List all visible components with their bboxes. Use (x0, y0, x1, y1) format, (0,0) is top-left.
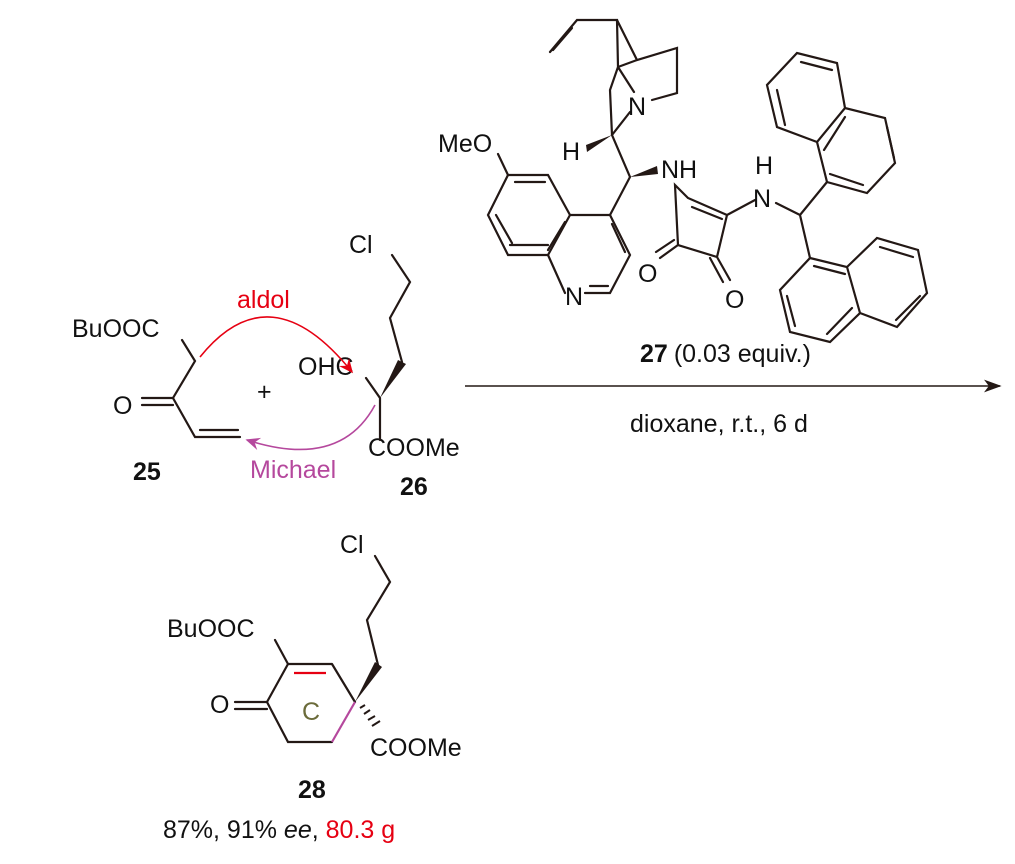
catalyst-27: MeO N N H NH O O H N (438, 18, 929, 344)
c25-bonds (171, 338, 242, 439)
cat-naphthyl-lower (778, 236, 929, 344)
p28-label: 28 (298, 776, 326, 804)
cat-vinyl-double-bond (551, 26, 574, 52)
aldol-arrow (199, 316, 354, 374)
cat-naphthyl-upper (765, 51, 897, 195)
cat-naphthyl-lower-double (785, 245, 922, 336)
catalyst-label: 27 (640, 340, 668, 368)
p28-ring-label: C (302, 698, 320, 726)
aldol-label: aldol (237, 286, 290, 314)
cat-h-wedge (586, 135, 612, 152)
c25-oxygen: O (113, 392, 132, 420)
cat-nh1: NH (661, 156, 697, 184)
p28-chloro: Cl (340, 531, 364, 559)
cat-squaramide-double-bonds (654, 205, 725, 284)
p28-sep: , (312, 816, 326, 844)
conditions: dioxane, r.t., 6 d (630, 410, 808, 438)
p28-ee: ee (284, 816, 312, 844)
cat-h: H (562, 138, 580, 166)
c25-ester-label: BuOOC (72, 315, 160, 343)
p28-oxygen: O (210, 691, 229, 719)
p28-bonds (265, 554, 392, 744)
cat-squaramide-bonds (658, 182, 757, 282)
c26-ester: COOMe (368, 434, 460, 462)
cat-o1: O (638, 260, 657, 288)
c26-aldehyde: OHC (298, 353, 354, 381)
c25-label: 25 (133, 458, 161, 486)
cat-quinuclidine-bonds (548, 18, 679, 217)
cat-quinoline-bonds (486, 173, 632, 295)
p28-yield: 87%, 91% (163, 816, 284, 844)
catalyst-amount: (0.03 equiv.) (674, 340, 811, 368)
cat-methoxy: MeO (438, 130, 492, 158)
cat-ome-bond (496, 152, 510, 177)
michael-label: Michael (250, 456, 336, 484)
p28-wedge-bond (355, 662, 382, 702)
cat-nh-wedge (630, 166, 658, 177)
p28-carbonyl (233, 700, 269, 711)
c25-double-bonds (140, 396, 240, 432)
cat-ch-bonds (774, 180, 829, 260)
catalyst-line: 27(0.03 equiv.) (640, 340, 811, 368)
cat-quinoline-n: N (565, 283, 583, 311)
c26-chloro: Cl (349, 231, 373, 259)
c26-label: 26 (400, 473, 428, 501)
p28-michael-bond (331, 701, 356, 743)
c26-wedge-bond (380, 360, 406, 398)
p28-yield-line: 87%, 91% ee, 80.3 g (163, 816, 395, 844)
p28-ester2: COOMe (370, 734, 462, 762)
cat-quinuclidine-n: N (628, 93, 646, 121)
cat-naphthyl-upper-double (775, 60, 896, 187)
plus-sign: + (257, 378, 272, 406)
p28-hash-bond (359, 704, 381, 727)
cat-nh2-n: N (753, 185, 771, 213)
p28-ester: BuOOC (167, 615, 255, 643)
c26-bonds (364, 253, 412, 442)
compound-25: BuOOC O 25 (72, 315, 242, 486)
michael-arrow (245, 404, 376, 451)
cat-o2: O (725, 286, 744, 314)
compound-26: Cl OHC COOMe 26 (298, 231, 460, 501)
p28-mass: 80.3 g (326, 816, 396, 844)
cat-quinoline-double-bonds (494, 180, 627, 288)
product-28: Cl BuOOC O COOMe C 28 87%, 91% ee, 80.3 … (163, 531, 462, 844)
cat-nh2-h: H (755, 152, 773, 180)
